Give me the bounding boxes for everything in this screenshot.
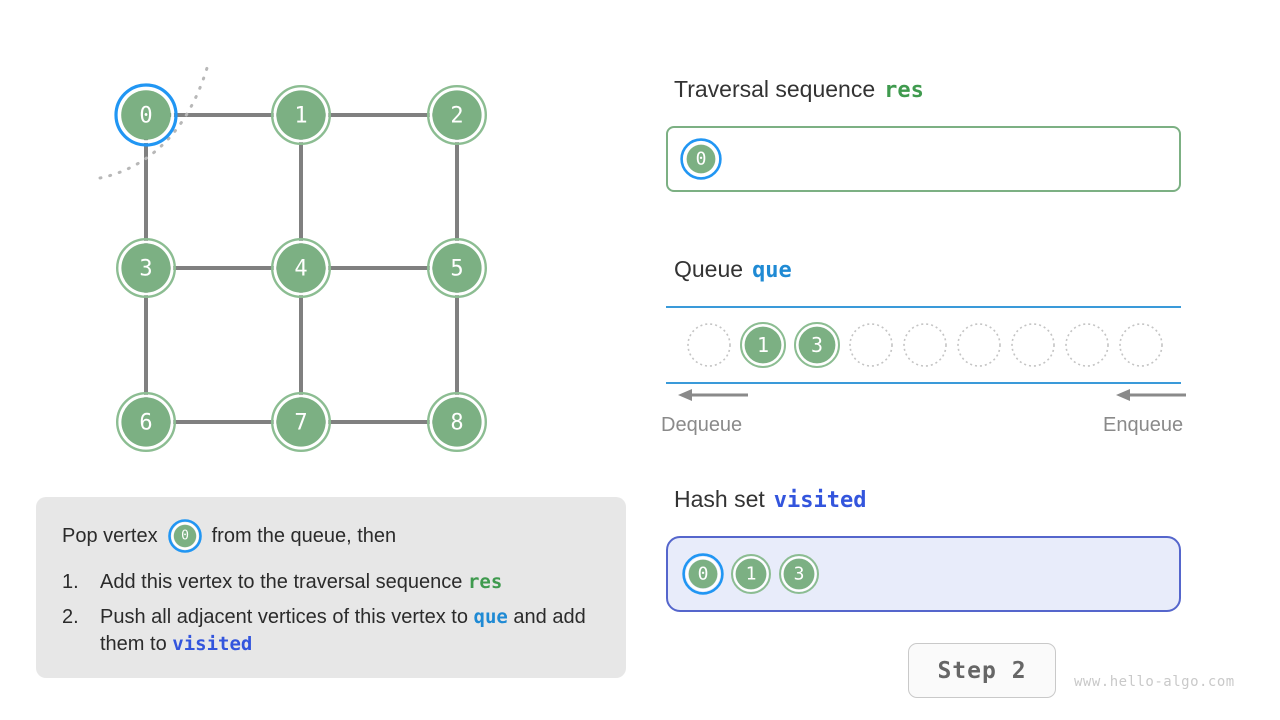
queue-slot-empty	[952, 308, 1006, 382]
value-node: 0	[680, 138, 722, 180]
step-badge: Step 2	[908, 643, 1056, 698]
dequeue-label: Dequeue	[661, 414, 743, 436]
step-number: 1.	[62, 571, 79, 593]
graph-node-3[interactable]: 3	[115, 237, 176, 298]
empty-slot	[1063, 321, 1111, 369]
empty-slot	[847, 321, 895, 369]
queue-slot-filled: 1	[736, 308, 790, 382]
graph-node-layer: 0 1 2 3 4 5 6 7 8	[114, 83, 488, 453]
queue-title-text: Queue	[674, 256, 744, 282]
step-text-mid: and add them to	[100, 606, 586, 655]
traversal-sequence-title-code: res	[884, 78, 924, 103]
step-code-visited: visited	[172, 633, 253, 655]
graph-node-label: 6	[139, 411, 152, 436]
instruction-lead-before: Pop vertex	[62, 525, 158, 547]
graph-node-label: 2	[450, 104, 463, 129]
value-node-label: 3	[794, 564, 805, 585]
graph-svg: 0 1 2 3 4 5 6 7 8	[98, 66, 488, 453]
graph-node-8[interactable]: 8	[427, 392, 488, 453]
instruction-step-item: 2. Push all adjacent vertices of this ve…	[62, 604, 600, 658]
value-node-label: 0	[696, 149, 707, 170]
instruction-step-item: 1. Add this vertex to the traversal sequ…	[62, 569, 600, 596]
empty-slot	[901, 321, 949, 369]
step-text: Push all adjacent vertices of this verte…	[100, 604, 600, 658]
queue-rail-top	[666, 306, 1181, 308]
empty-slot	[1117, 321, 1165, 369]
value-node-label: 1	[746, 564, 757, 585]
watermark: www.hello-algo.com	[1074, 674, 1235, 690]
graph-node-2[interactable]: 2	[427, 84, 488, 145]
enqueue-label: Enqueue	[1103, 414, 1184, 436]
queue-slot-empty	[1060, 308, 1114, 382]
step-number: 2.	[62, 606, 79, 628]
instruction-vertex-label: 0	[181, 529, 189, 544]
hash-set-title: Hash set visited	[674, 486, 866, 513]
graph-node-5[interactable]: 5	[427, 237, 488, 298]
queue-title-code: que	[752, 258, 792, 283]
queue-rail-bottom	[666, 382, 1181, 384]
graph-panel: 0 1 2 3 4 5 6 7 8	[0, 0, 620, 480]
graph-node-label: 1	[294, 104, 307, 129]
dotted-arc	[98, 66, 209, 180]
graph-node-label: 0	[139, 104, 152, 129]
instruction-lead-after: from the queue, then	[211, 525, 397, 547]
traversal-sequence-box: 0	[666, 126, 1181, 192]
graph-node-0[interactable]: 0	[114, 83, 178, 147]
value-node: 1	[730, 553, 772, 595]
queue-slot-filled: 3	[790, 308, 844, 382]
graph-node-4[interactable]: 4	[271, 237, 332, 298]
graph-node-6[interactable]: 6	[115, 392, 176, 453]
instruction-vertex-badge: 0	[167, 519, 202, 553]
graph-node-1[interactable]: 1	[271, 84, 332, 145]
graph-node-label: 5	[450, 257, 463, 282]
value-node: 0	[682, 553, 724, 595]
instruction-step-list: 1. Add this vertex to the traversal sequ…	[62, 569, 600, 658]
step-text: Add this vertex to the traversal sequenc…	[100, 569, 600, 596]
dequeue-arrow-icon	[676, 386, 750, 409]
queue-slot-empty	[1114, 308, 1168, 382]
value-node-label: 3	[811, 333, 823, 357]
queue-slot-empty	[682, 308, 736, 382]
value-node: 3	[793, 321, 841, 369]
step-code-res: res	[467, 571, 503, 593]
step-text-before: Add this vertex to the traversal sequenc…	[100, 571, 468, 593]
step-text-before: Push all adjacent vertices of this verte…	[100, 606, 474, 628]
hash-set-title-text: Hash set	[674, 486, 765, 512]
queue-slot-empty	[844, 308, 898, 382]
graph-node-label: 7	[294, 411, 307, 436]
queue-slot-empty	[1006, 308, 1060, 382]
hash-set-box: 0 1 3	[666, 536, 1181, 612]
traversal-sequence-title-text: Traversal sequence	[674, 76, 876, 102]
value-node: 1	[739, 321, 787, 369]
traversal-sequence-title: Traversal sequence res	[674, 76, 924, 103]
instruction-headline: Pop vertex 0 from the queue, then	[62, 519, 600, 553]
instruction-card: Pop vertex 0 from the queue, then 1. Add…	[36, 497, 626, 678]
empty-slot	[685, 321, 733, 369]
hash-set-title-code: visited	[773, 488, 867, 513]
graph-node-7[interactable]: 7	[271, 392, 332, 453]
value-node-label: 1	[757, 333, 769, 357]
queue-title: Queue que	[674, 256, 792, 283]
value-node-label: 0	[698, 564, 709, 585]
graph-node-label: 4	[294, 257, 307, 282]
enqueue-arrow-icon	[1114, 386, 1188, 409]
queue-slot-empty	[898, 308, 952, 382]
value-node: 3	[778, 553, 820, 595]
step-code-que: que	[473, 606, 508, 628]
empty-slot	[955, 321, 1003, 369]
empty-slot	[1009, 321, 1057, 369]
graph-node-label: 3	[139, 257, 152, 282]
graph-node-label: 8	[450, 411, 463, 436]
